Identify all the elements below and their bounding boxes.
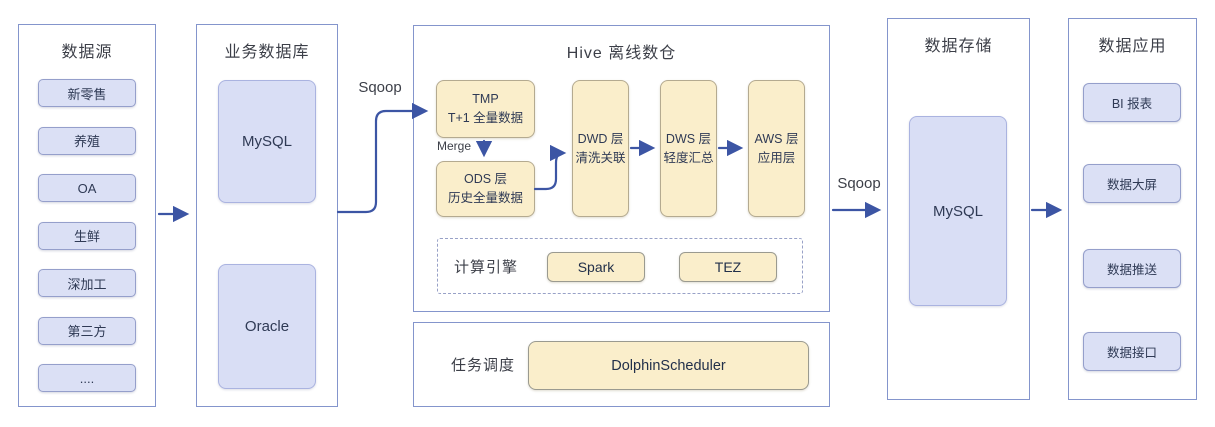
dws-line2: 轻度汇总 (663, 150, 714, 165)
tmp-line2: T+1 全量数据 (447, 111, 524, 125)
dolphin-scheduler-box: DolphinScheduler (528, 341, 809, 390)
engine-spark-box: Spark (547, 252, 645, 282)
data-storage-title: 数据存储 (924, 38, 993, 55)
hive-title: Hive 离线数仓 (566, 45, 677, 62)
panel-task-scheduling: 任务调度 DolphinScheduler (413, 322, 830, 407)
panel-data-storage: 数据存储 MySQL (887, 18, 1030, 400)
compute-engine-group: 计算引擎 Spark TEZ (437, 238, 803, 294)
source-item-more: .... (38, 364, 136, 392)
dws-line1: DWS 层 (665, 131, 712, 146)
source-item-third-party: 第三方 (38, 316, 136, 345)
source-item-deep-processing: 深加工 (38, 269, 136, 297)
app-item-data-api: 数据接口 (1083, 332, 1181, 371)
business-mysql-box: MySQL (218, 80, 316, 203)
sqoop-out-label: Sqoop (837, 175, 881, 192)
storage-mysql-box: MySQL (909, 116, 1007, 306)
business-oracle-box: Oracle (218, 264, 316, 389)
dwd-line2: 清洗关联 (575, 150, 626, 165)
hive-dws-box: DWS 层 轻度汇总 (660, 80, 717, 217)
source-item-fresh: 生鲜 (38, 221, 136, 250)
arrow-sqoop-bizdb-to-tmp (336, 102, 429, 214)
compute-engine-label: 计算引擎 (454, 258, 519, 276)
ods-line1: ODS 层 (463, 172, 508, 187)
data-sources-title: 数据源 (61, 44, 113, 61)
app-item-dashboard: 数据大屏 (1083, 164, 1181, 203)
source-item-breeding: 养殖 (38, 126, 136, 155)
panel-data-sources: 数据源 新零售 养殖 OA 生鲜 深加工 第三方 .... (18, 24, 156, 407)
app-item-data-push: 数据推送 (1083, 249, 1181, 288)
task-scheduling-label: 任务调度 (451, 357, 516, 374)
data-sources-list: 新零售 养殖 OA 生鲜 深加工 第三方 .... (38, 79, 136, 392)
app-item-bi-report: BI 报表 (1083, 83, 1181, 122)
hive-ods-box: ODS 层 历史全量数据 (436, 161, 535, 217)
hive-tmp-box: TMP T+1 全量数据 (436, 80, 535, 138)
hive-dwd-box: DWD 层 清洗关联 (572, 80, 629, 217)
business-db-title: 业务数据库 (224, 44, 310, 61)
panel-data-apps: 数据应用 BI 报表 数据大屏 数据推送 数据接口 (1068, 18, 1197, 400)
dwd-line1: DWD 层 (577, 131, 624, 146)
aws-line1: AWS 层 (754, 131, 799, 146)
sqoop-in-label: Sqoop (358, 79, 402, 96)
tmp-line1: TMP (472, 92, 499, 107)
hive-aws-box: AWS 层 应用层 (748, 80, 805, 217)
source-item-oa: OA (38, 174, 136, 202)
panel-business-db: 业务数据库 MySQL Oracle (196, 24, 338, 407)
ods-line2: 历史全量数据 (447, 191, 523, 205)
merge-label: Merge (437, 139, 472, 153)
aws-line2: 应用层 (757, 150, 796, 165)
engine-tez-box: TEZ (679, 252, 777, 282)
panel-hive-warehouse: Hive 离线数仓 TMP T+1 全量数据 ODS 层 历史全量数据 DWD … (413, 25, 830, 312)
source-item-new-retail: 新零售 (38, 79, 136, 107)
data-apps-title: 数据应用 (1098, 38, 1167, 55)
